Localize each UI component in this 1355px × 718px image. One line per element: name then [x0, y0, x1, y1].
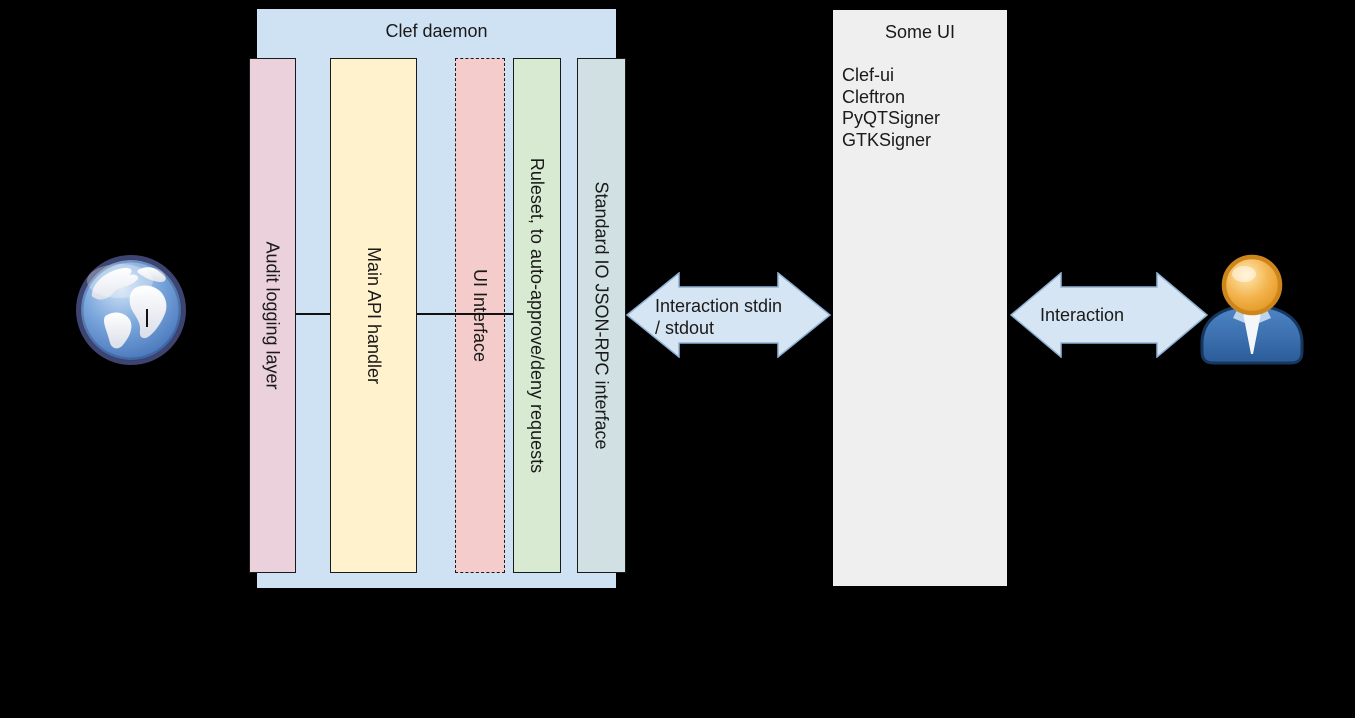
- layer-main-api-handler-label: Main API handler: [364, 246, 384, 385]
- connector-line-segment: [417, 313, 513, 315]
- some-ui-list: Clef-ui Cleftron PyQTSigner GTKSigner: [842, 65, 940, 151]
- layer-ruleset-label: Ruleset, to auto-approve/deny requests: [527, 157, 548, 474]
- clef-daemon-title: Clef daemon: [385, 21, 488, 41]
- layer-audit-logging-label: Audit logging layer: [263, 241, 284, 390]
- layer-stdio-jsonrpc-label: Standard IO JSON-RPC interface: [592, 181, 613, 450]
- layer-audit-logging: Audit logging layer: [249, 58, 296, 573]
- layer-stdio-jsonrpc: Standard IO JSON-RPC interface: [577, 58, 626, 573]
- double-arrow-icon: [1010, 272, 1208, 358]
- layer-ruleset: Ruleset, to auto-approve/deny requests: [513, 58, 561, 573]
- globe-icon: [76, 255, 186, 365]
- connector-line-stub: [146, 309, 148, 327]
- arrow-daemon-ui-label: Interaction stdin / stdout: [655, 296, 782, 339]
- some-ui-title: Some UI: [884, 22, 956, 42]
- list-item: PyQTSigner: [842, 108, 941, 128]
- list-item: GTKSigner: [842, 129, 932, 150]
- layer-main-api-handler: Main API handler: [330, 58, 417, 573]
- arrow-ui-user: Interaction: [1010, 272, 1208, 358]
- connector-line-segment: [296, 313, 330, 315]
- arrow-label-line2: / stdout: [655, 317, 715, 338]
- list-item: Clef-ui: [842, 65, 895, 85]
- arrow-label-line1: Interaction stdin: [655, 296, 783, 316]
- layer-ui-interface-label: UI Interface: [470, 268, 491, 363]
- layer-ui-interface: UI Interface: [455, 58, 505, 573]
- person-icon: [1200, 254, 1304, 365]
- clef-daemon-box: Clef daemon: [257, 9, 616, 588]
- arrow-ui-user-label: Interaction: [1040, 305, 1125, 325]
- some-ui-box: Some UI Clef-ui Cleftron PyQTSigner GTKS…: [833, 10, 1007, 586]
- arrow-daemon-ui: Interaction stdin / stdout: [626, 272, 831, 358]
- double-arrow-icon: [626, 272, 831, 358]
- list-item: Cleftron: [842, 86, 906, 107]
